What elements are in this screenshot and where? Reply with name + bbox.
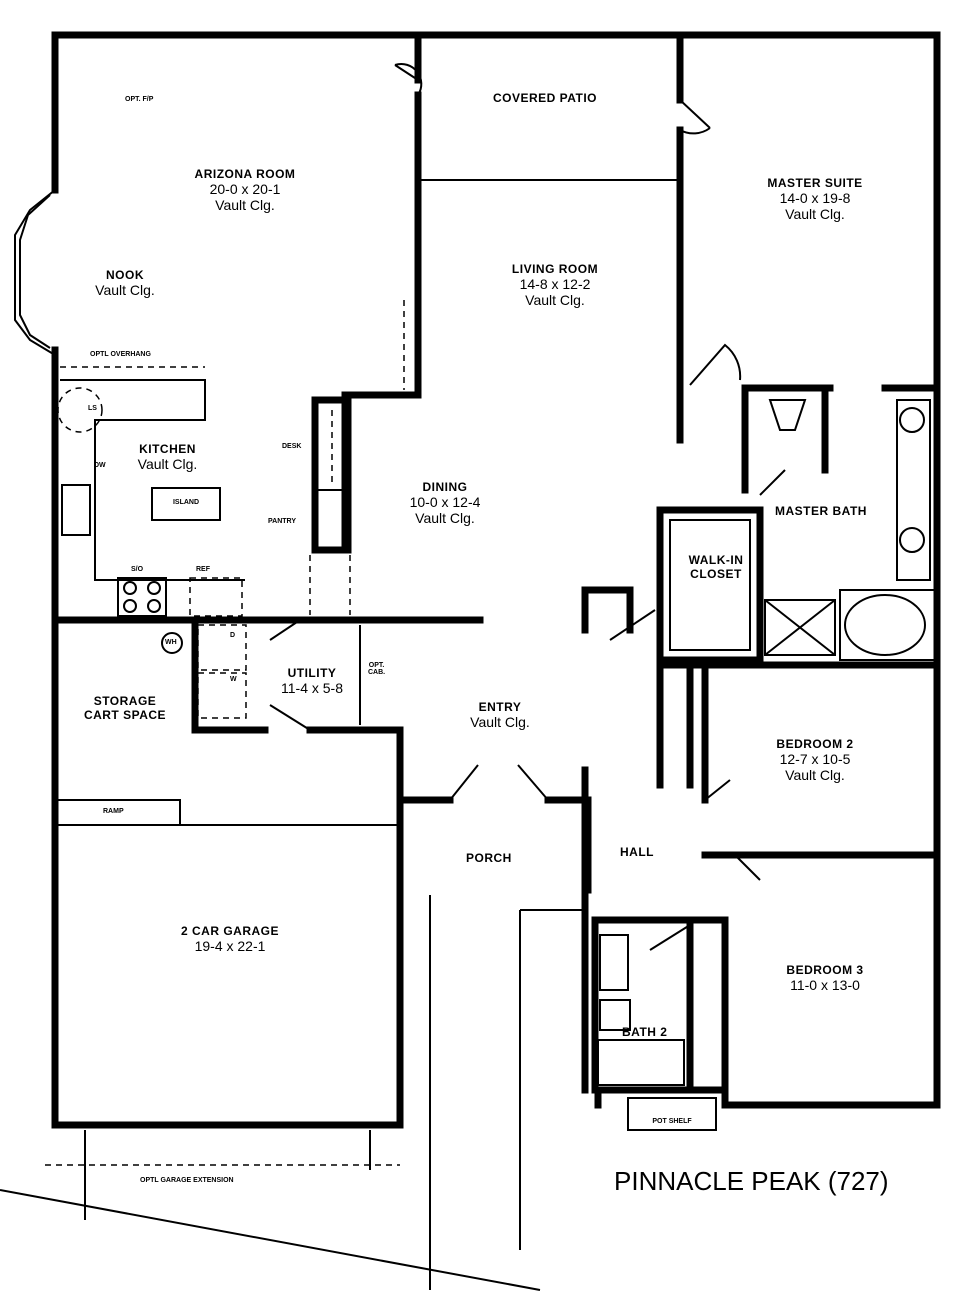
note-line: CAB. (368, 669, 386, 676)
room-name: WALK-IN (688, 553, 744, 567)
room-name: CLOSET (690, 567, 742, 581)
island-note: ISLAND (172, 499, 200, 506)
room-ceiling: Vault Clg. (95, 282, 155, 298)
room-name: BEDROOM 3 (786, 963, 864, 977)
room-ceiling: Vault Clg. (470, 714, 530, 730)
opt-cab-note: OPT. CAB. (368, 662, 385, 676)
porch-label: PORCH (466, 851, 512, 865)
walls (0, 31, 941, 1291)
bath-2-label: BATH 2 (622, 1025, 668, 1039)
d-note: D (230, 632, 236, 639)
ls-note: LS (88, 405, 97, 412)
room-name: BEDROOM 2 (776, 737, 854, 751)
dining-label: DINING 10-0 x 12-4 Vault Clg. (380, 480, 510, 526)
room-name: DINING (422, 480, 468, 494)
living-room-label: LIVING ROOM 14-8 x 12-2 Vault Clg. (470, 262, 640, 308)
room-size: 14-0 x 19-8 (779, 190, 851, 206)
room-name: MASTER SUITE (767, 176, 863, 190)
room-size: 12-7 x 10-5 (779, 751, 851, 767)
plan-title: PINNACLE PEAK (727) (614, 1166, 889, 1196)
dw-note: DW (94, 462, 106, 469)
wh-note: WH (165, 639, 177, 646)
opt-fireplace-note: OPT. F/P (125, 96, 154, 103)
arizona-room-label: ARIZONA ROOM 20-0 x 20-1 Vault Clg. (160, 167, 330, 213)
room-name: STORAGE (93, 694, 157, 708)
pot-shelf-note: POT SHELF (652, 1118, 692, 1125)
room-ceiling: Vault Clg. (137, 456, 198, 472)
hall-label: HALL (620, 845, 654, 859)
master-bath-label: MASTER BATH (775, 504, 867, 518)
room-name: KITCHEN (139, 442, 196, 456)
room-ceiling: Vault Clg. (785, 767, 845, 783)
room-size: 11-4 x 5-8 (281, 680, 343, 696)
walk-in-closet-label: WALK-IN CLOSET (676, 553, 756, 581)
room-size: 19-4 x 22-1 (194, 938, 266, 954)
room-ceiling: Vault Clg. (215, 197, 275, 213)
kitchen-label: KITCHEN Vault Clg. (110, 442, 225, 472)
doors (394, 62, 786, 496)
bedroom-2-label: BEDROOM 2 12-7 x 10-5 Vault Clg. (740, 737, 890, 783)
ramp-note: RAMP (103, 808, 124, 815)
note-line: OPT. (368, 662, 385, 669)
room-ceiling: Vault Clg. (785, 206, 845, 222)
room-name: ARIZONA ROOM (194, 167, 296, 181)
room-size: 10-0 x 12-4 (409, 494, 481, 510)
room-name: NOOK (106, 268, 144, 282)
room-size: 20-0 x 20-1 (209, 181, 281, 197)
room-name: ENTRY (478, 700, 522, 714)
storage-label: STORAGE CART SPACE (70, 694, 180, 722)
master-suite-label: MASTER SUITE 14-0 x 19-8 Vault Clg. (730, 176, 900, 222)
entry-label: ENTRY Vault Clg. (450, 700, 550, 730)
room-name: LIVING ROOM (511, 262, 599, 276)
desk-note: DESK (282, 443, 302, 450)
ref-note: REF (196, 566, 210, 573)
room-name: UTILITY (287, 666, 337, 680)
nook-label: NOOK Vault Clg. (70, 268, 180, 298)
garage-extension-note: OPTL GARAGE EXTENSION (140, 1177, 234, 1184)
bedroom-3-label: BEDROOM 3 11-0 x 13-0 (765, 963, 885, 993)
garage-label: 2 CAR GARAGE 19-4 x 22-1 (150, 924, 310, 954)
room-ceiling: Vault Clg. (415, 510, 475, 526)
utility-label: UTILITY 11-4 x 5-8 (262, 666, 362, 696)
optl-overhang-note: OPTL OVERHANG (90, 351, 151, 358)
room-size: 11-0 x 13-0 (790, 977, 860, 993)
covered-patio-label: COVERED PATIO (492, 91, 598, 105)
w-note: W (230, 676, 237, 683)
so-note: S/O (131, 566, 144, 573)
room-name: CART SPACE (83, 708, 167, 722)
pantry-note: PANTRY (268, 518, 296, 525)
room-ceiling: Vault Clg. (525, 292, 585, 308)
room-name: 2 CAR GARAGE (180, 924, 279, 938)
room-size: 14-8 x 12-2 (519, 276, 591, 292)
